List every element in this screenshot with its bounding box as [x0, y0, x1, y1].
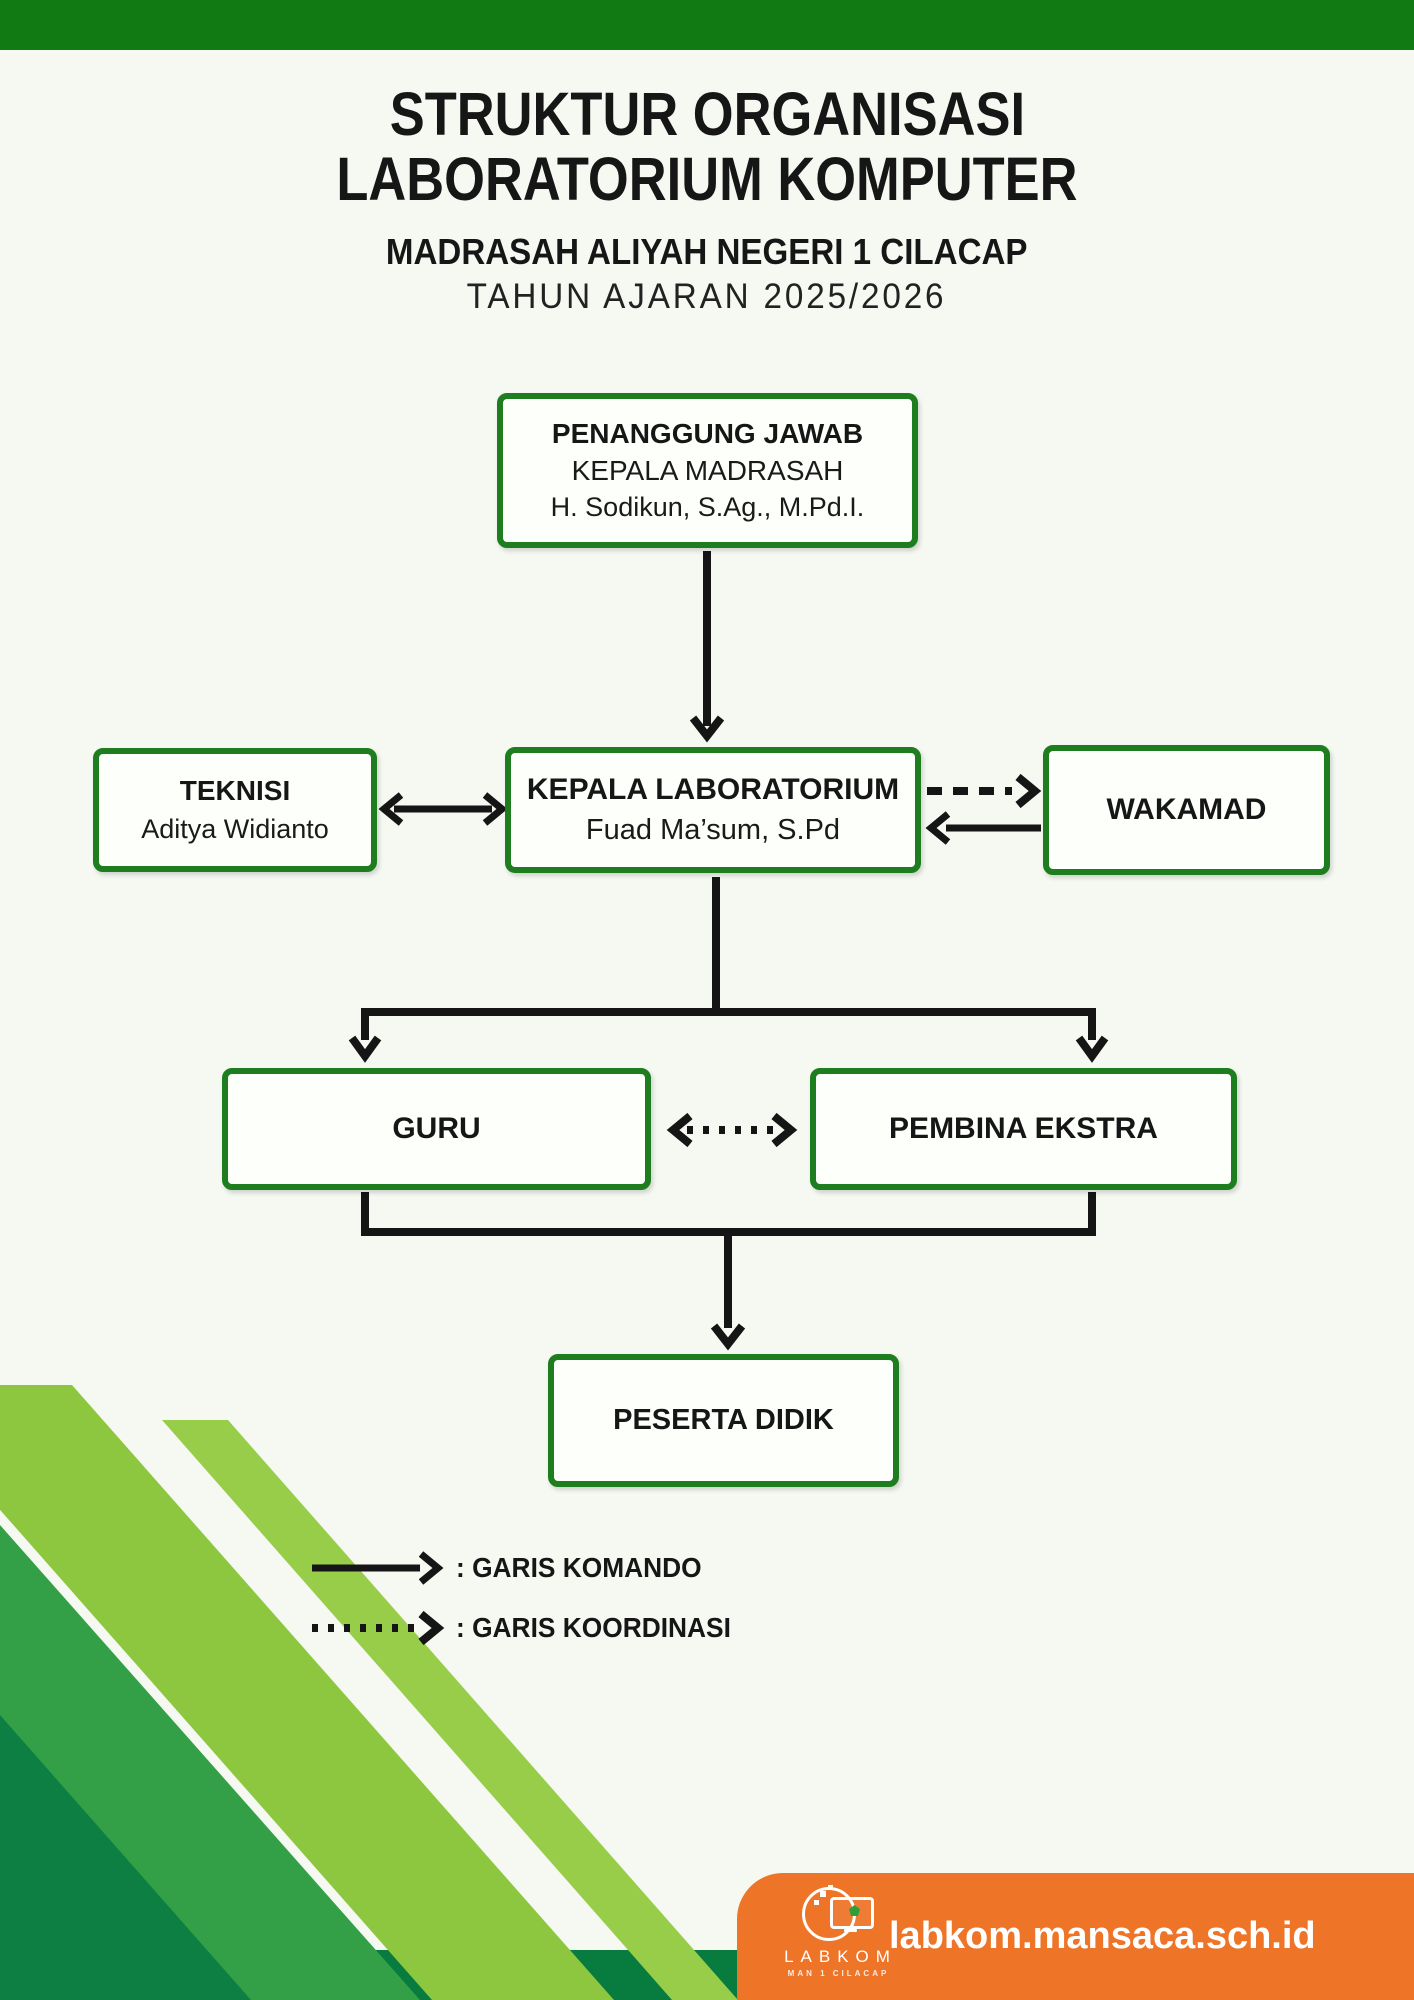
- node-kepala-laboratorium: KEPALA LABORATORIUM Fuad Ma’sum, S.Pd: [505, 747, 921, 873]
- logo-gem-icon: [849, 1905, 860, 1916]
- website-url: labkom.mansaca.sch.id: [889, 1873, 1316, 2000]
- deco-light-stripe-wide: [0, 1385, 614, 2000]
- website-url-text: labkom.mansaca.sch.id: [889, 1915, 1316, 1957]
- legend-dotted-arrow: [312, 1610, 445, 1646]
- arrow-pj-to-kepala: [689, 551, 725, 743]
- node-title: KEPALA LABORATORIUM: [526, 773, 900, 806]
- node-person: Fuad Ma’sum, S.Pd: [585, 814, 841, 846]
- labkom-logo: LABKOM MAN 1 CILACAP: [767, 1883, 907, 1993]
- page-title-line1-text: STRUKTUR ORGANISASI: [389, 80, 1025, 148]
- academic-year: TAHUN AJARAN 2025/2026: [0, 277, 1414, 317]
- node-peserta-didik: PESERTA DIDIK: [548, 1354, 899, 1487]
- node-title: GURU: [392, 1112, 481, 1145]
- arrow-kepala-to-guru-pembina: [348, 877, 1109, 1063]
- node-title: WAKAMAD: [1106, 793, 1267, 826]
- node-pembina-ekstra: PEMBINA EKSTRA: [810, 1068, 1237, 1190]
- academic-year-text: TAHUN AJARAN 2025/2026: [467, 277, 947, 316]
- node-title: TEKNISI: [179, 775, 291, 806]
- arrow-guru-pembina-dotted: [666, 1112, 798, 1148]
- deco-light-stripe-narrow: [162, 1420, 738, 2000]
- footer-banner: LABKOM MAN 1 CILACAP labkom.mansaca.sch.…: [737, 1873, 1414, 2000]
- school-name-text: MADRASAH ALIYAH NEGERI 1 CILACAP: [386, 231, 1028, 272]
- node-wakamad: WAKAMAD: [1043, 745, 1330, 875]
- logo-subtitle: MAN 1 CILACAP: [787, 1969, 890, 1978]
- page-title-line2: LABORATORIUM KOMPUTER: [0, 147, 1414, 212]
- node-teknisi: TEKNISI Aditya Widianto: [93, 748, 377, 872]
- legend-koordinasi-text: : GARIS KOORDINASI: [456, 1612, 731, 1643]
- legend-solid-arrow: [312, 1551, 444, 1585]
- node-title: PEMBINA EKSTRA: [889, 1112, 1158, 1145]
- node-title: PESERTA DIDIK: [613, 1404, 834, 1436]
- page-title-line2-text: LABORATORIUM KOMPUTER: [336, 145, 1078, 213]
- logo-title: LABKOM: [784, 1947, 897, 1966]
- node-person: H. Sodikun, S.Ag., M.Pd.I.: [550, 492, 865, 522]
- node-role: KEPALA MADRASAH: [571, 455, 844, 486]
- pixel-dot: [814, 1900, 819, 1905]
- arrow-wakamad-to-kepala: [925, 811, 1041, 845]
- monitor-icon: [830, 1897, 874, 1929]
- monitor-stand: [844, 1929, 857, 1932]
- monitor-in-circle-icon: [802, 1883, 874, 1943]
- node-guru: GURU: [222, 1068, 651, 1190]
- deco-dark-wedge: [0, 1715, 251, 2000]
- legend-komando-text: : GARIS KOMANDO: [456, 1552, 702, 1583]
- page-title-line1: STRUKTUR ORGANISASI: [0, 82, 1414, 147]
- legend-komando: : GARIS KOMANDO: [456, 1549, 717, 1587]
- node-penanggung-jawab: PENANGGUNG JAWAB KEPALA MADRASAH H. Sodi…: [497, 393, 918, 548]
- monitor-neck: [849, 1926, 853, 1930]
- node-person: Aditya Widianto: [141, 814, 329, 844]
- node-title: PENANGGUNG JAWAB: [551, 418, 864, 449]
- arrow-kepala-to-wakamad-dashed: [927, 773, 1042, 809]
- page-title: STRUKTUR ORGANISASI LABORATORIUM KOMPUTE…: [0, 82, 1414, 212]
- pixel-dot: [828, 1885, 833, 1890]
- top-green-bar: [0, 0, 1414, 50]
- arrow-merge-to-peserta: [361, 1192, 1096, 1351]
- legend-koordinasi: : GARIS KOORDINASI: [456, 1609, 748, 1647]
- school-name: MADRASAH ALIYAH NEGERI 1 CILACAP: [0, 231, 1414, 273]
- arrow-teknisi-kepala-two-way: [378, 792, 508, 826]
- decorative-stripes: [0, 1385, 820, 2000]
- pixel-dot: [820, 1891, 826, 1897]
